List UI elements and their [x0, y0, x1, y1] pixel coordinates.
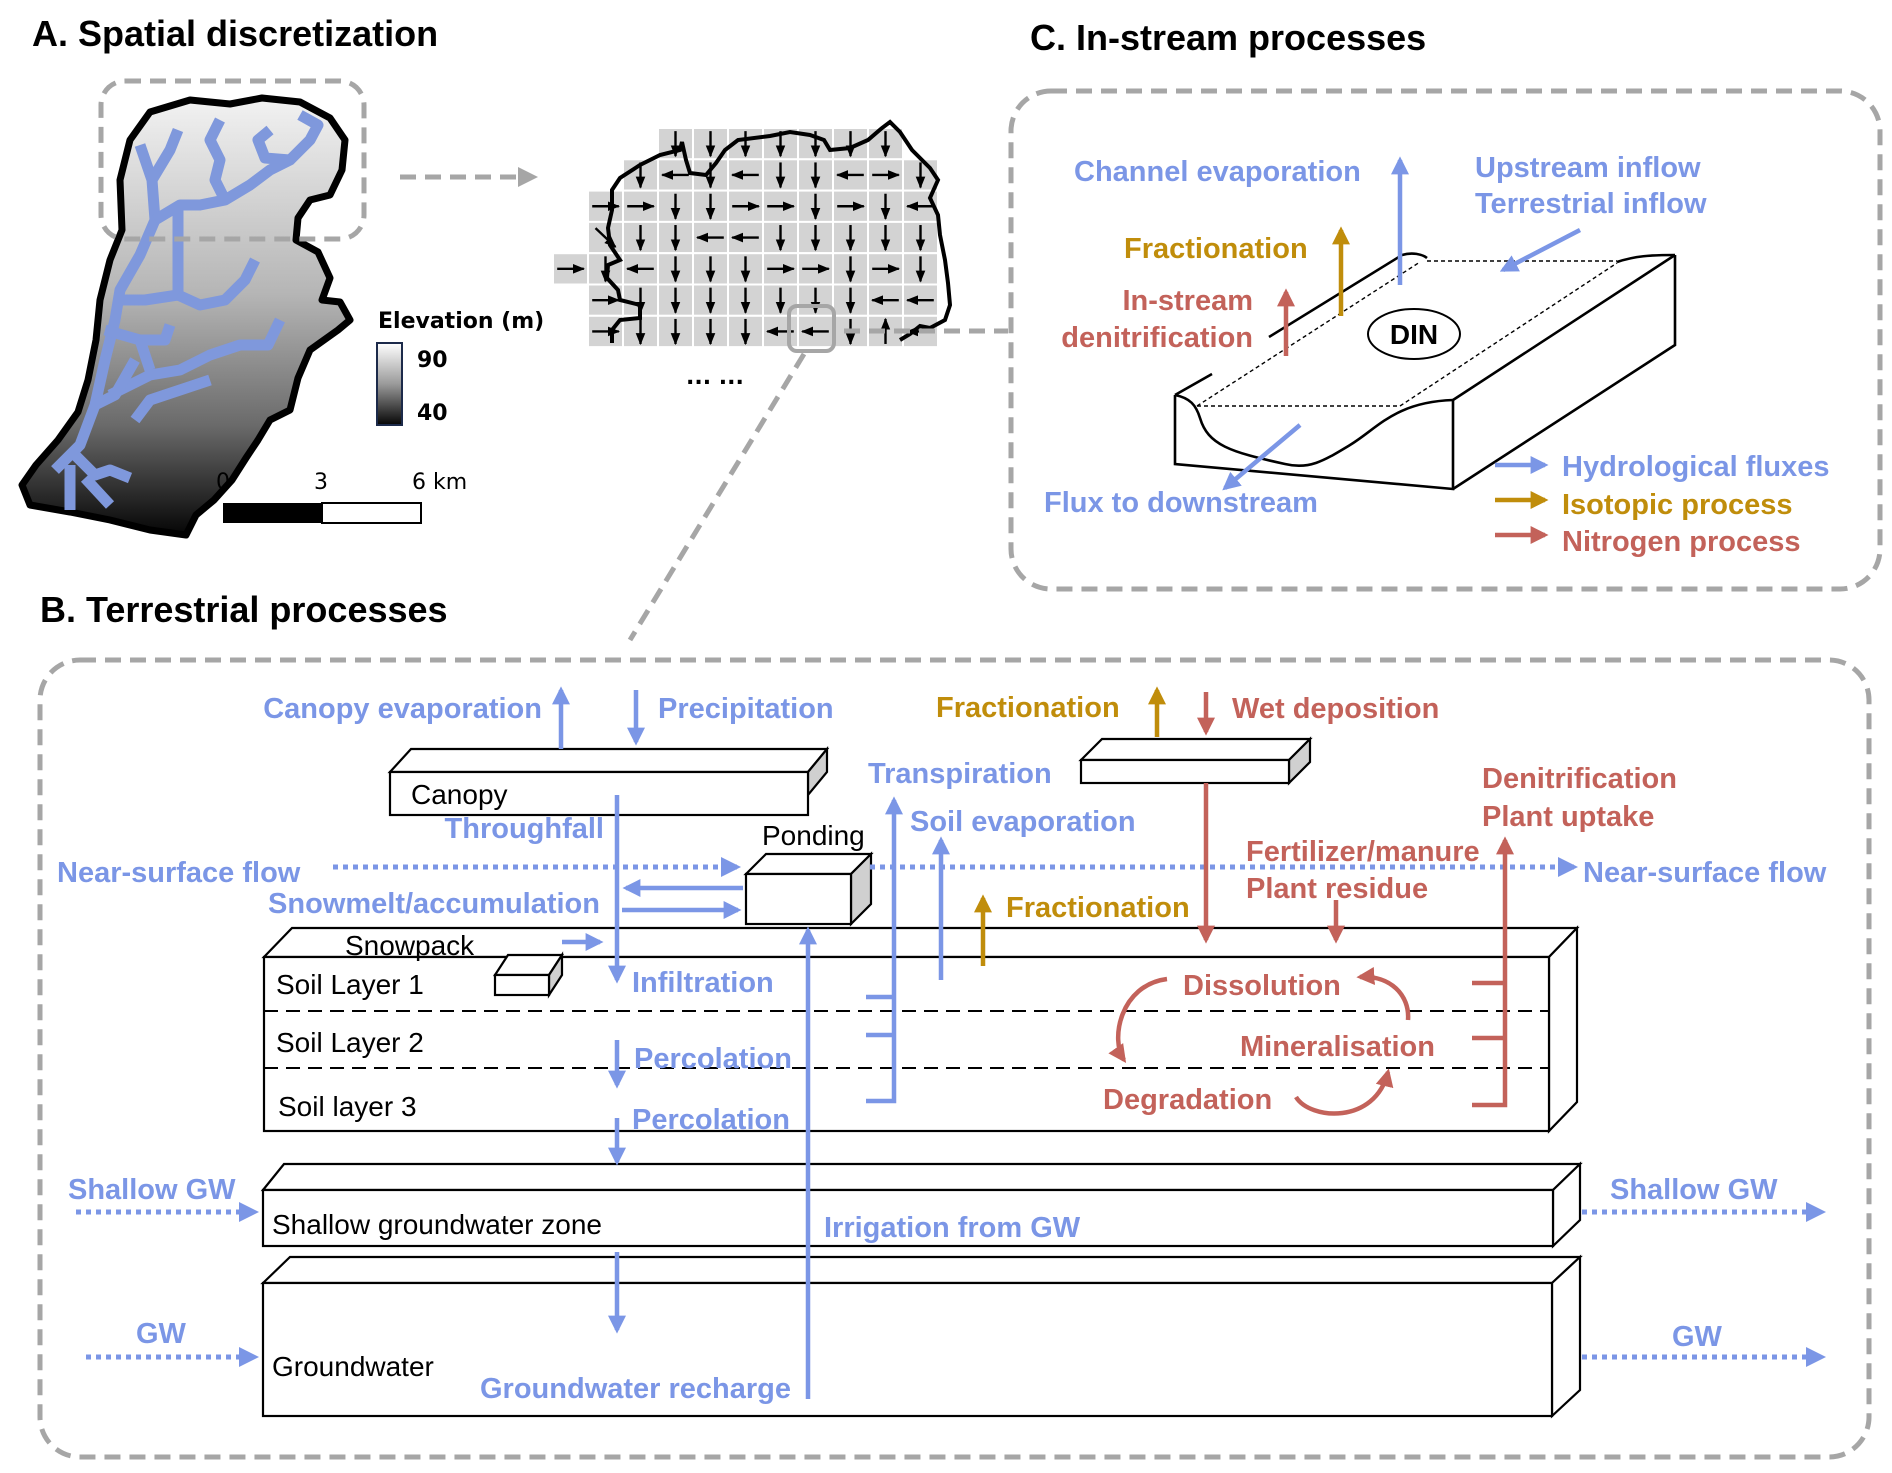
- panel-c-title: C. In-stream processes: [1030, 17, 1426, 58]
- scale-tick-6: 6 km: [412, 470, 467, 495]
- cycle-arrow-dissolution-to-degradation: [1108, 976, 1168, 1063]
- grid-catchment-boundary: [604, 119, 953, 343]
- selected-cell-frame: [787, 304, 836, 353]
- scale-tick-0: 0: [216, 470, 230, 495]
- elevation-min-label: 40: [417, 401, 448, 426]
- deposition-storage: [1078, 736, 1313, 786]
- fractionation-top-label: Fractionation: [936, 692, 1120, 724]
- percolation-2-label: Percolation: [632, 1104, 790, 1136]
- near-surface-outflow-label: Near-surface flow: [1583, 857, 1827, 889]
- flow-direction-arrow-icon: [594, 227, 617, 248]
- denitrification-label: Denitrification: [1482, 763, 1677, 795]
- groundwater-label: Groundwater: [272, 1351, 434, 1382]
- throughfall-label: Throughfall: [445, 813, 604, 845]
- cycle-arrow-mineralisation-to-dissolution: [1356, 967, 1411, 1021]
- canopy-evaporation-label: Canopy evaporation: [263, 693, 542, 725]
- elevation-legend: Elevation (m) 90 40: [376, 309, 544, 426]
- stream-network: [51, 110, 324, 510]
- percolation-1-label: Percolation: [634, 1043, 792, 1075]
- plant-uptake-label: Plant uptake: [1482, 801, 1654, 833]
- legend-isotopic-label: Isotopic process: [1562, 489, 1792, 521]
- elevation-max-label: 90: [417, 348, 448, 373]
- shallow-gw-outflow-label: Shallow GW: [1610, 1174, 1778, 1206]
- canopy-storage: Canopy: [387, 745, 830, 817]
- near-surface-inflow-label: Near-surface flow: [57, 857, 301, 889]
- more-cells-ellipsis: ... ...: [686, 365, 744, 390]
- flux-downstream-label: Flux to downstream: [1044, 487, 1318, 519]
- panel-b-frame: [37, 657, 1872, 1460]
- scale-bar: 0 3 6 km: [216, 470, 467, 524]
- ponding-storage: Ponding: [743, 820, 874, 927]
- legend-nitrogen-label: Nitrogen process: [1562, 526, 1801, 558]
- groundwater-storage: Groundwater: [260, 1254, 1583, 1419]
- panel-c-frame: [1008, 88, 1883, 592]
- gw-outflow-label: GW: [1672, 1321, 1723, 1353]
- scale-bar-black: [223, 503, 322, 523]
- shallow-gw-inflow-label: Shallow GW: [68, 1174, 236, 1206]
- channel-evaporation-label: Channel evaporation: [1074, 156, 1361, 188]
- stream-reach-block: [1173, 252, 1677, 491]
- infiltration-label: Infiltration: [632, 967, 774, 999]
- denitrification-uptake-arrow: [1472, 840, 1505, 1108]
- ponding-label: Ponding: [762, 820, 865, 851]
- dissolution-label: Dissolution: [1183, 970, 1341, 1002]
- canopy-label: Canopy: [411, 779, 508, 810]
- flux-downstream-arrow: [1222, 423, 1302, 491]
- mineralisation-label: Mineralisation: [1240, 1031, 1435, 1063]
- zoom-region-frame: [98, 78, 367, 242]
- upstream-inflow-label: Upstream inflow: [1475, 152, 1701, 184]
- transpiration-arrow: [866, 800, 894, 1104]
- irrigation-label: Irrigation from GW: [824, 1212, 1081, 1244]
- din-label: DIN: [1390, 319, 1438, 350]
- flow-direction-grid: [552, 127, 939, 349]
- panel-b: B. Terrestrial processes Canopy Ponding: [37, 589, 1872, 1460]
- wet-deposition-label: Wet deposition: [1232, 693, 1439, 725]
- snowmelt-label: Snowmelt/accumulation: [268, 888, 600, 920]
- transpiration-label: Transpiration: [868, 758, 1052, 790]
- soil-layer-1-label: Soil Layer 1: [276, 969, 424, 1000]
- snowpack-label: Snowpack: [345, 930, 475, 961]
- instream-fractionation-label: Fractionation: [1124, 233, 1308, 265]
- plant-residue-label: Plant residue: [1246, 873, 1428, 905]
- scale-tick-3: 3: [314, 470, 328, 495]
- instream-label-line2: denitrification: [1061, 322, 1253, 354]
- soil-layer-2-label: Soil Layer 2: [276, 1027, 424, 1058]
- panel-b-title: B. Terrestrial processes: [40, 589, 448, 630]
- panel-a: A. Spatial discretization: [18, 13, 1008, 642]
- panel-a-title: A. Spatial discretization: [32, 13, 438, 54]
- soil-evaporation-label: Soil evaporation: [910, 806, 1136, 838]
- snowpack-storage: Snowpack: [345, 930, 565, 999]
- precipitation-label: Precipitation: [658, 693, 834, 725]
- gw-inflow-label: GW: [136, 1318, 187, 1350]
- watershed-map: [18, 78, 367, 539]
- watershed-boundary: [18, 94, 354, 539]
- shallow-gw-storage: Shallow groundwater zone: [260, 1161, 1583, 1249]
- process-legend: Hydrological fluxes Isotopic process Nit…: [1495, 451, 1830, 558]
- scale-bar-white: [321, 502, 422, 524]
- instream-label-line1: In-stream: [1122, 285, 1253, 317]
- soil-layer-3-label: Soil layer 3: [278, 1091, 417, 1122]
- elevation-legend-title: Elevation (m): [378, 309, 544, 334]
- din-ellipse: [1367, 308, 1461, 360]
- terrestrial-inflow-arrow: [1499, 228, 1582, 272]
- shallow-gw-label: Shallow groundwater zone: [272, 1209, 602, 1240]
- gw-recharge-label: Groundwater recharge: [480, 1373, 791, 1405]
- connector-cell-to-b: [627, 352, 807, 642]
- fertilizer-label: Fertilizer/manure: [1246, 836, 1480, 868]
- elevation-colorbar: [376, 342, 403, 426]
- panel-c: C. In-stream processes DIN Channel evapo…: [1008, 17, 1883, 592]
- fractionation-soil-label: Fractionation: [1006, 892, 1190, 924]
- terrestrial-inflow-label: Terrestrial inflow: [1475, 188, 1707, 220]
- cycle-arrow-degradation-to-mineralisation: [1294, 1068, 1394, 1116]
- legend-hydrological-label: Hydrological fluxes: [1562, 451, 1830, 483]
- degradation-label: Degradation: [1103, 1084, 1272, 1116]
